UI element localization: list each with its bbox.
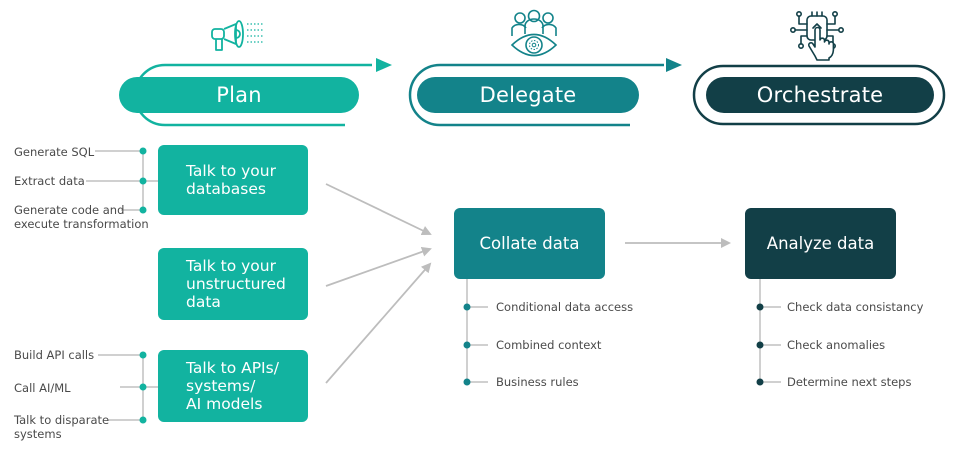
databases-bullet-tree bbox=[86, 150, 158, 211]
collate-bullet-tree bbox=[466, 279, 488, 384]
delegate-arrowhead bbox=[666, 58, 682, 72]
bullet-talk-to-disparate-systems: Talk to disparate systems bbox=[14, 413, 110, 441]
bullet-generate-code: Generate code and execute transformation bbox=[14, 203, 149, 231]
orchestrate-stage-frame bbox=[692, 64, 946, 126]
bullet-dot bbox=[756, 303, 764, 311]
bullet-dot bbox=[139, 383, 147, 391]
bullet-generate-sql: Generate SQL bbox=[14, 145, 95, 159]
bullet-check-data-consistancy: Check data consistancy bbox=[787, 300, 924, 314]
box-line: Talk to your bbox=[186, 162, 276, 180]
apis-bullet-tree bbox=[98, 354, 158, 421]
stage-orchestrate[interactable]: Orchestrate bbox=[706, 77, 934, 113]
arrow-apis-to-collate bbox=[325, 262, 432, 384]
bullet-dot bbox=[756, 341, 764, 349]
bullet-call-ai-ml: Call AI/ML bbox=[14, 381, 71, 395]
bullet-dot bbox=[139, 206, 147, 214]
bullet-dot bbox=[463, 303, 471, 311]
box-line: Talk to APIs/ bbox=[186, 359, 279, 377]
arrow-databases-to-collate bbox=[325, 183, 432, 236]
delegate-stage-arrow bbox=[408, 63, 664, 127]
bullet-extract-data: Extract data bbox=[14, 174, 85, 188]
box-line: Talk to your bbox=[186, 257, 276, 275]
box-talk-to-apis[interactable]: Talk to APIs/ systems/ AI models bbox=[158, 350, 308, 422]
box-line: systems/ bbox=[186, 377, 256, 395]
bullet-dot bbox=[463, 378, 471, 386]
bullet-conditional-data-access: Conditional data access bbox=[496, 300, 634, 314]
bullet-combined-context: Combined context bbox=[496, 338, 602, 352]
bullet-dot bbox=[463, 341, 471, 349]
bullet-dot bbox=[139, 351, 147, 359]
circuit-hand-icon bbox=[789, 10, 844, 61]
bullet-build-api-calls: Build API calls bbox=[14, 348, 95, 362]
megaphone-icon bbox=[211, 20, 264, 51]
box-collate-data[interactable]: Collate data bbox=[454, 208, 605, 279]
plan-arrowhead bbox=[376, 58, 392, 72]
analyze-bullet-tree bbox=[759, 279, 781, 384]
team-eye-icon bbox=[510, 9, 558, 57]
box-line: databases bbox=[186, 180, 266, 198]
box-talk-to-databases[interactable]: Talk to your databases bbox=[158, 145, 308, 215]
bullet-dot bbox=[139, 177, 147, 185]
box-line: AI models bbox=[186, 395, 263, 413]
stage-delegate[interactable]: Delegate bbox=[417, 77, 639, 113]
arrow-unstructured-to-collate bbox=[325, 246, 432, 287]
stage-plan[interactable]: Plan bbox=[119, 77, 359, 113]
bullet-determine-next-steps: Determine next steps bbox=[787, 375, 912, 389]
bullet-business-rules: Business rules bbox=[496, 375, 579, 389]
box-line: unstructured bbox=[186, 275, 286, 293]
bullet-dot bbox=[139, 416, 147, 424]
box-line: data bbox=[186, 293, 221, 311]
bullet-dot bbox=[756, 378, 764, 386]
bullet-dot bbox=[139, 147, 147, 155]
bullet-check-anomalies: Check anomalies bbox=[787, 338, 886, 352]
box-talk-to-unstructured-data[interactable]: Talk to your unstructured data bbox=[158, 248, 308, 320]
box-analyze-data[interactable]: Analyze data bbox=[745, 208, 896, 279]
